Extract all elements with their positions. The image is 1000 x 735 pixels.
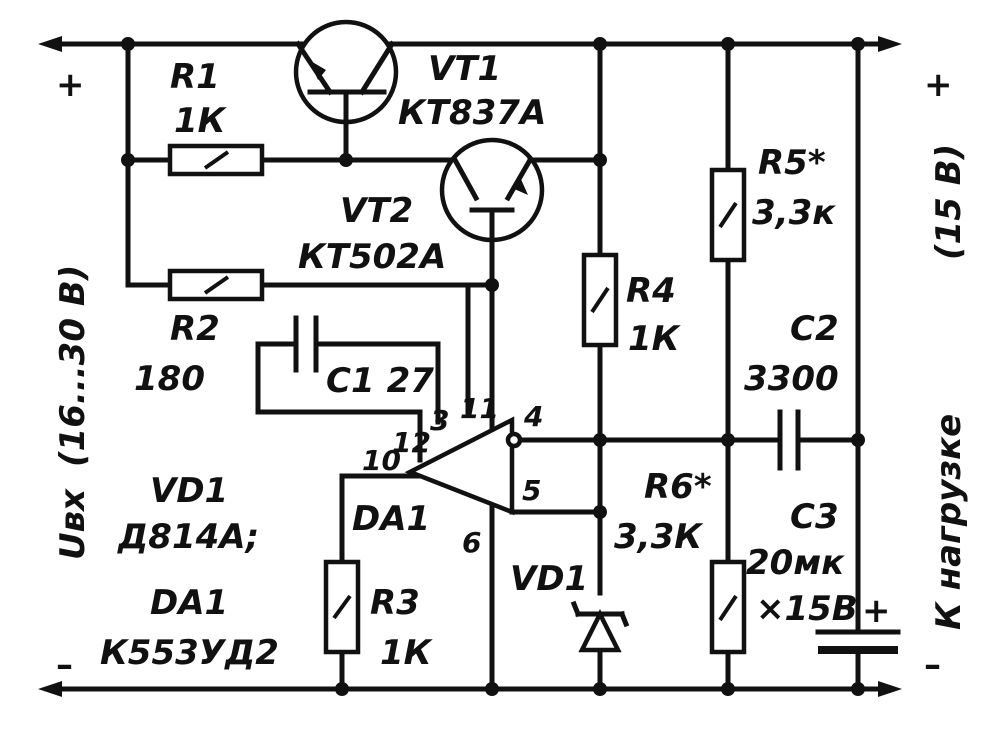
c1-ref: C1 xyxy=(326,361,375,401)
transistor-vt2 xyxy=(439,137,603,288)
r4-value: 1К xyxy=(628,319,682,359)
r1-ref: R1 xyxy=(170,57,220,97)
r2-ref: R2 xyxy=(170,309,220,349)
resistor-r5 xyxy=(709,167,747,263)
resistor-r1 xyxy=(167,143,265,177)
pin-11-label: 11 xyxy=(460,392,499,425)
r5-value: 3,3к xyxy=(752,193,836,233)
r5-ref: R5* xyxy=(758,143,826,183)
junction-dots xyxy=(121,37,865,696)
c1-value: 27 xyxy=(387,361,435,401)
vt1-part: КТ837А xyxy=(398,93,546,133)
pin-6-label: 6 xyxy=(462,526,481,559)
capacitor-c3 xyxy=(815,629,901,654)
capacitor-c2 xyxy=(777,409,801,471)
c3-plus-sign: + xyxy=(862,591,891,631)
vt2-part: КТ502А xyxy=(298,237,446,277)
r1-value: 1К xyxy=(174,101,228,141)
input-voltage-range: (16...30 В) xyxy=(53,265,93,467)
output-load-label: К нагрузке xyxy=(929,414,969,630)
input-voltage-symbol: Uвх xyxy=(53,488,93,560)
r6-value: 3,3К xyxy=(614,517,704,557)
input-voltage-label: Uвх (16...30 В) xyxy=(53,265,93,560)
vt2-ref: VT2 xyxy=(340,191,413,231)
transistor-vt1 xyxy=(293,19,399,163)
legend-da1-part: К553УД2 xyxy=(100,633,279,673)
vd1-ref: VD1 xyxy=(510,559,588,599)
positive-rail xyxy=(38,36,902,52)
c3-rating: ×15В xyxy=(756,589,858,629)
r4-ref: R4 xyxy=(626,271,676,311)
r3-ref: R3 xyxy=(370,583,420,623)
r2-value: 180 xyxy=(134,359,205,399)
input-minus-sign: – xyxy=(56,645,73,685)
zener-diode-vd1 xyxy=(570,600,630,653)
c3-ref: C3 xyxy=(790,497,839,537)
capacitor-c1 xyxy=(255,315,441,463)
r6-ref: R6* xyxy=(644,467,712,507)
vt1-ref: VT1 xyxy=(428,49,501,89)
resistor-r6 xyxy=(709,559,747,655)
legend-da1: DA1 xyxy=(150,583,228,623)
c2-ref: C2 xyxy=(790,309,839,349)
legend-vd1-part: Д814А; xyxy=(117,517,259,557)
c2-value: 3300 xyxy=(744,359,839,399)
output-minus-sign: – xyxy=(924,645,941,685)
input-plus-sign: + xyxy=(56,65,85,105)
pin-10-label: 10 xyxy=(362,444,401,477)
pin-12-label: 12 xyxy=(392,426,431,459)
pin-5-label: 5 xyxy=(522,474,541,507)
legend-vd1: VD1 xyxy=(150,471,228,511)
resistor-r2 xyxy=(167,268,265,302)
c1-label: C1 27 xyxy=(326,361,434,401)
output-plus-sign: + xyxy=(924,65,953,105)
pin-3-label: 3 xyxy=(430,404,449,437)
r3-value: 1К xyxy=(380,633,434,673)
opamp-da1 xyxy=(404,416,523,516)
c3-value: 20мк xyxy=(746,543,845,583)
negative-rail xyxy=(38,681,902,697)
da1-ref: DA1 xyxy=(352,499,430,539)
resistor-r3 xyxy=(323,559,361,655)
resistor-r4 xyxy=(581,252,619,348)
pin-4-label: 4 xyxy=(523,400,543,433)
output-voltage-label: (15 В) xyxy=(929,144,969,260)
